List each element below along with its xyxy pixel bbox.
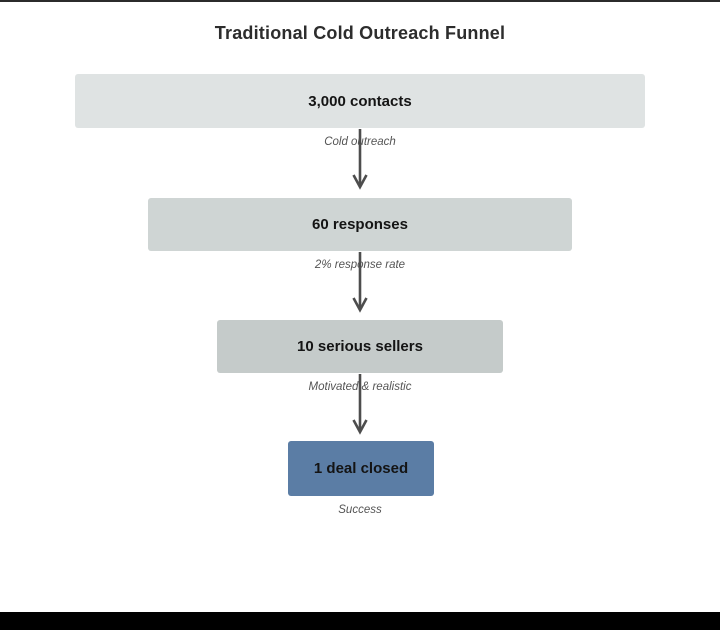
stage-annotation-success: Success [338, 504, 382, 516]
funnel-stage-label: 60 responses [312, 216, 408, 233]
funnel-stage-label: 1 deal closed [313, 460, 409, 477]
page-title: Traditional Cold Outreach Funnel [214, 23, 506, 43]
down-arrow-icon [352, 129, 368, 195]
window-top-edge [0, 0, 720, 2]
funnel-stage-contacts: 3,000 contacts [75, 74, 645, 128]
funnel-stage-deal-closed: 1 deal closed [288, 441, 434, 496]
window-bottom-bar [0, 612, 720, 630]
stage-annotation-motivated-realistic: Motivated & realistic [308, 381, 412, 393]
down-arrow-icon [352, 374, 368, 440]
down-arrow-icon [352, 252, 368, 318]
funnel-stage-label: 3,000 contacts [308, 92, 412, 110]
funnel-stage-responses: 60 responses [148, 198, 572, 251]
funnel-stage-label: 10 serious sellers [297, 338, 423, 355]
funnel-stage-serious-sellers: 10 serious sellers [217, 320, 503, 373]
stage-annotation-cold-outreach: Cold outreach [324, 136, 396, 148]
stage-annotation-response-rate: 2% response rate [314, 259, 406, 271]
